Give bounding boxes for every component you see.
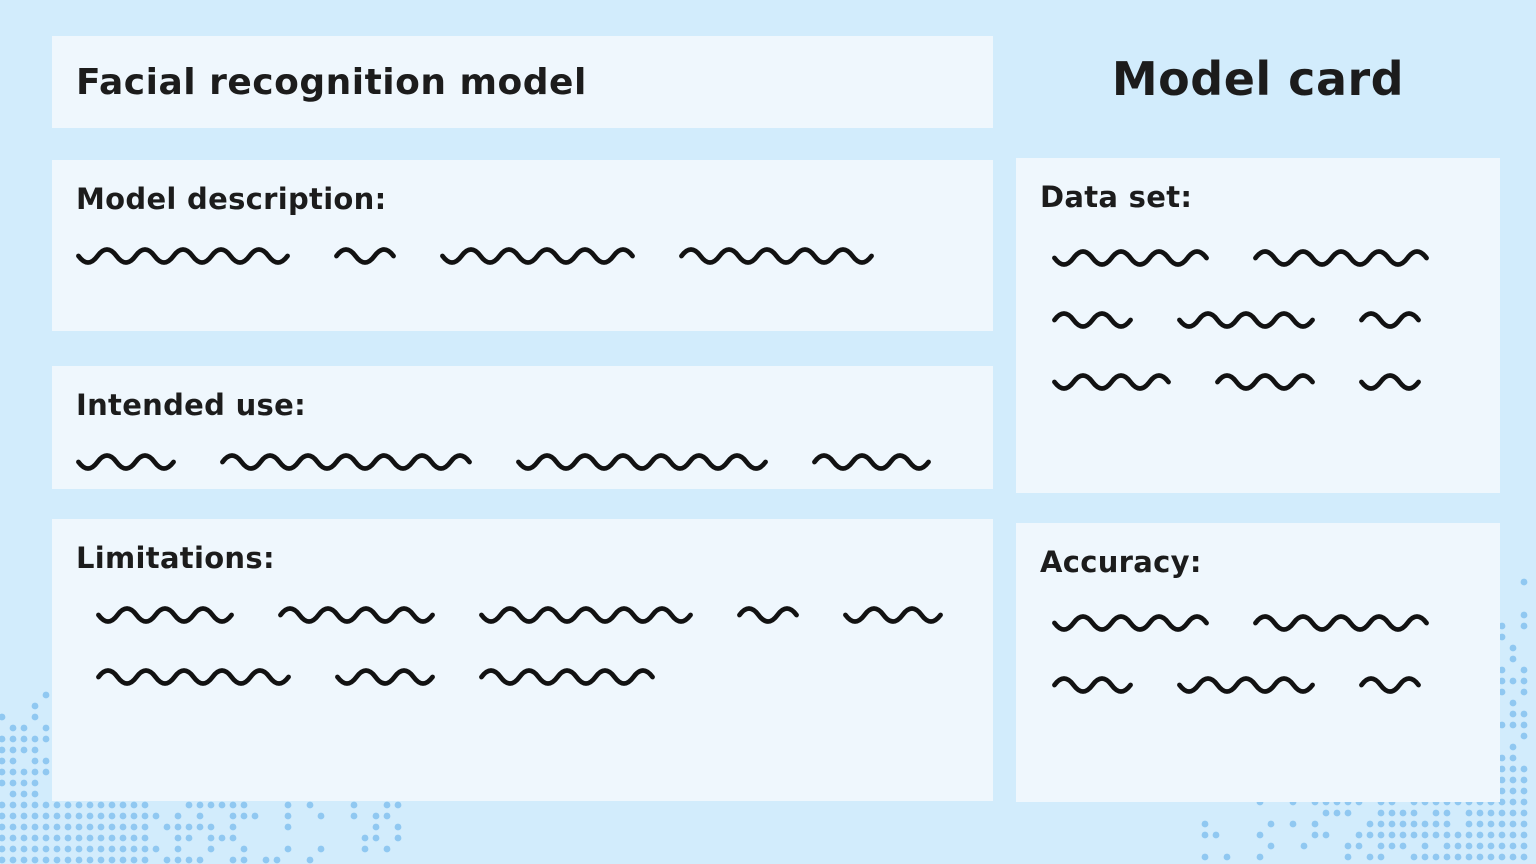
redacted-text-squiggle <box>1253 249 1429 267</box>
redacted-text-squiggle <box>440 247 635 265</box>
limitations-label: Limitations: <box>76 541 275 575</box>
redacted-text-squiggle <box>843 606 943 624</box>
redacted-text-row <box>76 244 969 268</box>
accuracy-redacted-text <box>1040 611 1476 697</box>
redacted-text-squiggle <box>1359 311 1421 329</box>
redacted-text-squiggle <box>1052 676 1133 694</box>
redacted-text-squiggle <box>479 668 655 686</box>
card-title: Model card <box>1111 52 1405 106</box>
data-set-label: Data set: <box>1040 180 1193 214</box>
redacted-text-squiggle <box>1253 614 1429 632</box>
redacted-text-squiggle <box>1052 249 1209 267</box>
panel-intended-use: Intended use: <box>52 366 993 489</box>
redacted-text-row <box>1052 370 1476 394</box>
redacted-text-row <box>96 603 969 627</box>
redacted-text-squiggle <box>1177 676 1315 694</box>
redacted-text-squiggle <box>479 606 693 624</box>
redacted-text-squiggle <box>1215 373 1315 391</box>
panel-accuracy: Accuracy: <box>1016 523 1500 802</box>
redacted-text-squiggle <box>278 606 435 624</box>
redacted-text-squiggle <box>76 453 176 471</box>
redacted-text-row <box>1052 308 1476 332</box>
redacted-text-squiggle <box>679 247 874 265</box>
panel-data-set: Data set: <box>1016 158 1500 493</box>
redacted-text-squiggle <box>1177 311 1315 329</box>
data-set-redacted-text <box>1040 246 1476 394</box>
redacted-text-squiggle <box>1052 614 1209 632</box>
redacted-text-squiggle <box>1359 676 1421 694</box>
redacted-text-squiggle <box>96 606 234 624</box>
redacted-text-squiggle <box>335 668 435 686</box>
intended-use-redacted-text <box>76 450 969 474</box>
redacted-text-row <box>96 665 969 689</box>
redacted-text-squiggle <box>1052 311 1133 329</box>
model-name-title: Facial recognition model <box>76 61 587 103</box>
redacted-text-squiggle <box>516 453 768 471</box>
intended-use-label: Intended use: <box>76 388 306 422</box>
redacted-text-row <box>1052 246 1476 270</box>
redacted-text-squiggle <box>1052 373 1171 391</box>
redacted-text-squiggle <box>1359 373 1421 391</box>
redacted-text-squiggle <box>334 247 396 265</box>
model-name-panel: Facial recognition model <box>52 36 993 128</box>
redacted-text-squiggle <box>220 453 472 471</box>
limitations-redacted-text <box>76 603 969 689</box>
accuracy-label: Accuracy: <box>1040 545 1202 579</box>
redacted-text-squiggle <box>737 606 799 624</box>
panel-model-description: Model description: <box>52 160 993 331</box>
redacted-text-row <box>1052 673 1476 697</box>
redacted-text-squiggle <box>812 453 931 471</box>
panel-limitations: Limitations: <box>52 519 993 801</box>
redacted-text-squiggle <box>96 668 291 686</box>
redacted-text-row <box>76 450 969 474</box>
model-description-label: Model description: <box>76 182 387 216</box>
redacted-text-row <box>1052 611 1476 635</box>
model-description-redacted-text <box>76 244 969 268</box>
redacted-text-squiggle <box>76 247 290 265</box>
